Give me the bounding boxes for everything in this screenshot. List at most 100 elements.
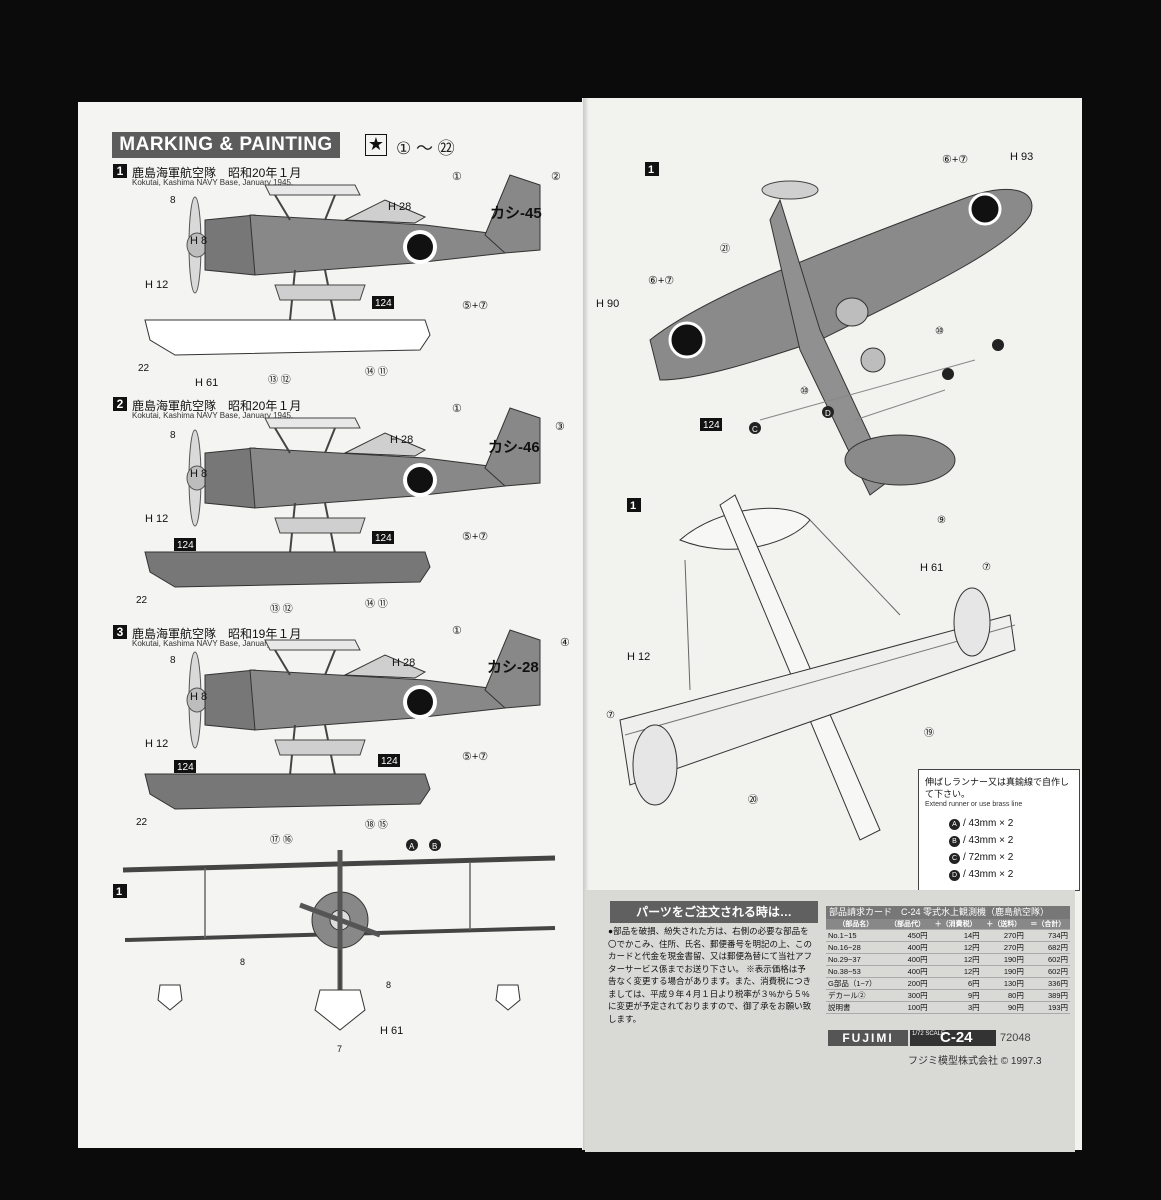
top-view-c67b-label: ⑥+⑦ xyxy=(648,275,674,287)
scheme-1-subtitle: Kokutai, Kashima NAVY Base, January 1945… xyxy=(132,178,294,187)
top-view-b124-label: 124 xyxy=(703,420,720,431)
scheme-2-h12-label: H 12 xyxy=(145,513,168,525)
scheme-3-tail-code: カシ-28 xyxy=(487,659,539,676)
scheme-2-c13-label: ⑬ ⑫ xyxy=(270,603,293,615)
decal-range: ① ～ ㉒ xyxy=(396,139,455,158)
scheme-2-h8-label: H 8 xyxy=(190,468,207,480)
scheme-3-c17-label: ⑰ ⑯ xyxy=(270,834,293,846)
scheme-3-subtitle: Kokutai, Kashima NAVY Base, January 1944… xyxy=(132,639,294,648)
front-view-b-label: B xyxy=(432,842,437,851)
scheme-1-tail-code: カシ-45 xyxy=(490,205,542,222)
scheme-2-c22-label: 22 xyxy=(136,595,148,606)
scheme-2-c14-label: ⑭ ⑪ xyxy=(365,598,388,610)
scheme-1-title: 鹿島海軍航空隊 昭和20年１月 xyxy=(132,166,302,180)
catalog-number: 72048 xyxy=(1000,1032,1031,1044)
table-header-row: （部品名） （部品代） ＋（消費税） ＋（送料） ＝（合計） xyxy=(826,919,1070,930)
front-view-c8a-label: 8 xyxy=(240,957,245,967)
front-view-c8b-label: 8 xyxy=(386,980,391,990)
scheme-2-c8-label: 8 xyxy=(170,430,176,441)
front-view-a-label: A xyxy=(409,842,415,851)
col-part-price: （部品代） xyxy=(885,919,930,930)
bottom-view-number: 1 xyxy=(630,500,636,512)
page-fold xyxy=(583,98,589,1150)
scheme-1-h61-label: H 61 xyxy=(195,377,218,389)
top-view-c9-label: ⑨ xyxy=(937,515,946,526)
col-total: ＝（合計） xyxy=(1025,919,1070,930)
scheme-2-c1-label: ① xyxy=(452,403,462,415)
bottom-view-h61-label: H 61 xyxy=(920,562,943,574)
kit-code: C-24 xyxy=(940,1029,973,1046)
scheme-1-h8-label: H 8 xyxy=(190,235,207,247)
scheme-2-title: 鹿島海軍航空隊 昭和20年１月 xyxy=(132,399,302,413)
scheme-1-c1-label: ① xyxy=(452,171,462,183)
scheme-2-h28-label: H 28 xyxy=(390,434,413,446)
scheme-3-b124a-label: 124 xyxy=(177,762,194,773)
top-view-h93-label: H 93 xyxy=(1010,151,1033,163)
top-view-c10a-label: ⑩ xyxy=(935,326,944,337)
scheme-3-h12-label: H 12 xyxy=(145,738,168,750)
scheme-3-h28-label: H 28 xyxy=(392,657,415,669)
top-view-c-label: C xyxy=(752,425,758,434)
scheme-1-number: 1 xyxy=(113,164,127,178)
bottom-view-c20-label: ⑳ xyxy=(748,794,758,806)
marking-painting-title: MARKING & PAINTING xyxy=(112,132,340,158)
scale-label: 1/72 SCALE xyxy=(912,1031,946,1037)
col-part-name: （部品名） xyxy=(826,919,886,930)
scheme-3-number: 3 xyxy=(113,625,127,639)
scheme-1-c13-label: ⑬ ⑫ xyxy=(268,374,291,386)
scheme-3-h8-label: H 8 xyxy=(190,691,207,703)
scheme-2-c3-label: ③ xyxy=(555,421,565,433)
runner-note-en: Extend runner or use brass line xyxy=(925,801,1023,808)
bottom-view-c7a-label: ⑦ xyxy=(982,562,991,573)
scheme-3-c8-label: 8 xyxy=(170,655,176,666)
scheme-1-c2-label: ② xyxy=(551,171,561,183)
scheme-3-c1-label: ① xyxy=(452,625,462,637)
scheme-3-c4-label: ④ xyxy=(560,637,570,649)
top-view-c21-label: ㉑ xyxy=(720,243,730,255)
runner-row-a: A/ 43mm × 2 xyxy=(949,818,1013,830)
scheme-1-h12-label: H 12 xyxy=(145,279,168,291)
scheme-3-b124b-label: 124 xyxy=(381,756,398,767)
scheme-3-c57-label: ⑤+⑦ xyxy=(462,751,488,763)
front-view-c7-label: 7 xyxy=(337,1044,342,1054)
runner-row-c: C/ 72mm × 2 xyxy=(949,852,1013,864)
scheme-2-number: 2 xyxy=(113,397,127,411)
top-view-c10b-label: ⑩ xyxy=(800,386,809,397)
front-view-h61-label: H 61 xyxy=(380,1025,403,1037)
brand-logo: FUJIMI xyxy=(828,1030,908,1046)
runner-row-d: D/ 43mm × 2 xyxy=(949,869,1013,881)
bottom-view-h12-label: H 12 xyxy=(627,651,650,663)
bottom-view-c19-label: ⑲ xyxy=(924,727,934,739)
scheme-2-b124b-label: 124 xyxy=(375,533,392,544)
scheme-1-c57-label: ⑤+⑦ xyxy=(462,300,488,312)
parts-card-title: 部品請求カード C-24 零式水上観測機（鹿島航空隊） xyxy=(826,906,1070,919)
scheme-3-c22-label: 22 xyxy=(136,817,148,828)
scheme-3-title: 鹿島海軍航空隊 昭和19年１月 xyxy=(132,627,302,641)
col-shipping: ＋（送料） xyxy=(981,919,1026,930)
order-instructions: ●部品を破損、紛失された方は、右側の必要な部品を〇でかこみ、住所、氏名、郵便番号… xyxy=(608,926,813,1024)
order-heading: パーツをご注文される時は… xyxy=(610,901,818,923)
left-page xyxy=(78,102,588,1148)
company-copyright: フジミ模型株式会社 © 1997.3 xyxy=(908,1056,1042,1067)
scheme-3-c18-label: ⑱ ⑮ xyxy=(365,819,388,831)
col-tax: ＋（消費税） xyxy=(929,919,982,930)
scale-badge: 1/72 SCALE C-24 xyxy=(910,1030,996,1046)
front-view-number: 1 xyxy=(116,886,122,898)
scheme-1-c8-label: 8 xyxy=(170,195,176,206)
scheme-2-subtitle: Kokutai, Kashima NAVY Base, January 1945… xyxy=(132,411,294,420)
scheme-1-c14-label: ⑭ ⑪ xyxy=(365,366,388,378)
runner-note: 伸ばしランナー又は真鍮線で自作して下さい。 Extend runner or u… xyxy=(918,769,1080,891)
scheme-1-b124-label: 124 xyxy=(375,298,392,309)
top-view-d-label: D xyxy=(825,409,831,418)
star-icon: ★ xyxy=(365,134,387,156)
